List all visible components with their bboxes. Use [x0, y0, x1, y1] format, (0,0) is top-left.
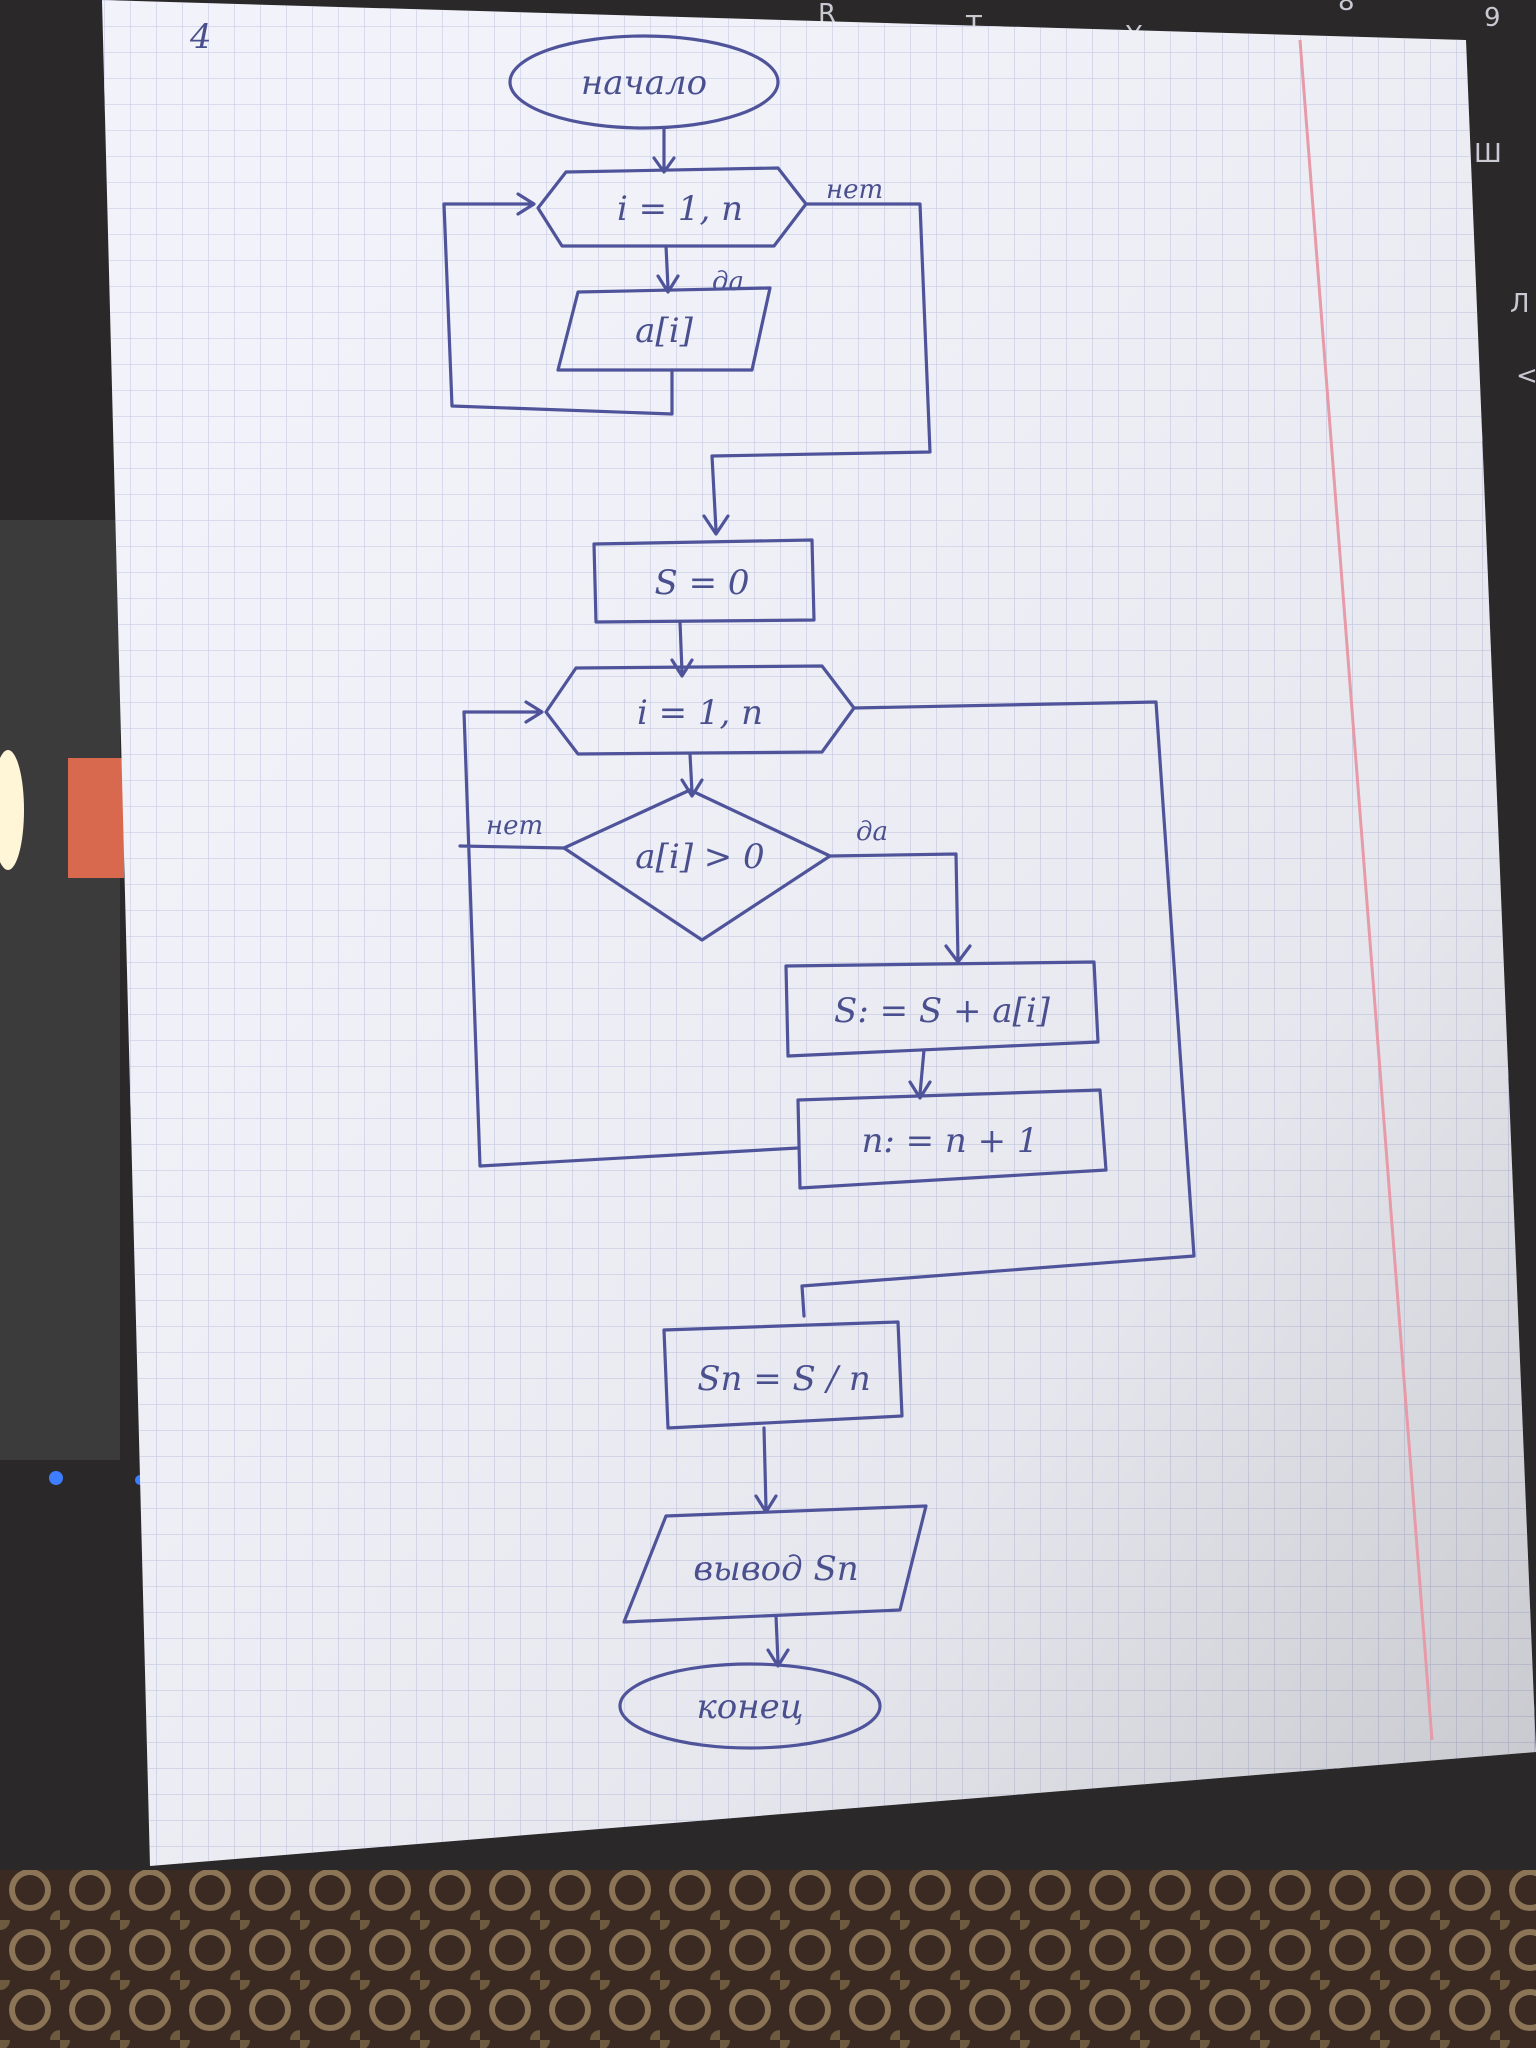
- loop1-exit-path: [702, 202, 932, 536]
- loop2-label: i = 1, n: [637, 693, 763, 733]
- loop1-return-path: [442, 192, 674, 416]
- loop2-exit-path: [800, 700, 1196, 1318]
- count-label: n: = n + 1: [861, 1121, 1038, 1161]
- corner-mark: 4: [189, 17, 212, 57]
- end-terminal: конец: [618, 1662, 882, 1750]
- arrow-loop2-cond: [680, 752, 704, 798]
- sum-label: S: = S + a[i]: [834, 991, 1051, 1031]
- loop2-return-arrow: [462, 700, 544, 724]
- arrow-loop1-input: [656, 244, 680, 294]
- sum-rect: S: = S + a[i]: [784, 960, 1100, 1058]
- key-9: 9: [1484, 3, 1501, 33]
- arrow-init-loop2: [670, 620, 694, 678]
- loop1-hexagon: i = 1, n: [536, 166, 808, 248]
- input-parallelogram: a[i]: [556, 286, 772, 372]
- output-label: вывод Sn: [693, 1549, 858, 1589]
- cond-yes-label: да: [856, 817, 888, 847]
- cond-no-label: нет: [486, 811, 543, 841]
- bright-light-spot: [0, 750, 24, 870]
- margin-line: [1298, 39, 1434, 1741]
- start-terminal: начало: [508, 34, 780, 130]
- cond-yes-path: [828, 852, 972, 964]
- key-l: Л: [1510, 289, 1530, 319]
- arrow-start-loop1: [652, 128, 676, 174]
- condition-label: a[i] > 0: [635, 837, 764, 877]
- loop1-no-label: нет: [826, 175, 883, 205]
- flowchart: начало i = 1, n нет да a[i] S = 0 i: [442, 34, 1196, 1750]
- carpet-pattern: [0, 1870, 1536, 2048]
- end-label: конец: [696, 1687, 803, 1727]
- start-label: начало: [581, 63, 707, 103]
- average-rect: Sn = S / n: [662, 1320, 904, 1430]
- init-rect: S = 0: [592, 538, 816, 624]
- key-8: 8: [1338, 0, 1355, 17]
- input-label: a[i]: [635, 311, 693, 351]
- loop1-yes-label: да: [712, 267, 744, 297]
- key-lt: <: [1516, 361, 1536, 391]
- output-parallelogram: вывод Sn: [622, 1504, 928, 1624]
- loop2-body-return: [458, 710, 800, 1168]
- init-label: S = 0: [654, 563, 749, 603]
- key-sh: Ш: [1474, 139, 1502, 169]
- blue-led: [49, 1471, 63, 1485]
- laptop-screen-edge: [0, 520, 120, 1460]
- orange-light: [68, 758, 124, 878]
- loop1-label: i = 1, n: [617, 189, 743, 229]
- arrow-sum-count: [908, 1048, 932, 1100]
- count-rect: n: = n + 1: [796, 1088, 1108, 1190]
- average-label: Sn = S / n: [697, 1359, 871, 1399]
